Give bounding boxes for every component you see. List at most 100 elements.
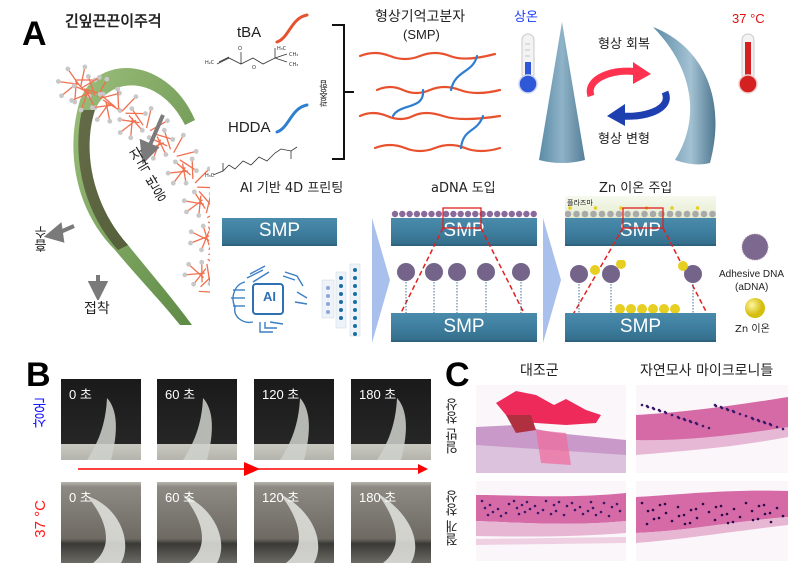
hdda-structure: H₃C <box>205 146 298 179</box>
smp-title: 형상기억고분자 <box>375 9 466 25</box>
frame-time-label: 60 초 <box>165 490 196 505</box>
panel-b-letter: B <box>26 356 51 394</box>
time-lapse-frame: 180 초 <box>351 379 431 460</box>
needle-shape <box>183 495 222 563</box>
row-label-normal-wound: 일반 창상 <box>446 398 461 455</box>
adna-legend-label: Adhesive DNA <box>719 269 785 280</box>
svg-text:H₂C: H₂C <box>205 60 215 66</box>
cold-thermometer-icon <box>518 33 538 94</box>
adna-zoom-box <box>394 207 531 326</box>
straight-cone-shape <box>539 22 585 163</box>
svg-text:CH₃: CH₃ <box>289 52 298 58</box>
smp-block: SMP <box>565 313 716 342</box>
frame-time-label: 0 초 <box>69 490 92 505</box>
smp-block: SMP <box>391 313 537 342</box>
smp-subtitle: (SMP) <box>403 27 440 42</box>
ai-chip-label: AI <box>263 289 276 304</box>
shape-deformation-label: 형상 변형 <box>598 132 650 147</box>
time-lapse-frame: 180 초 <box>351 482 431 563</box>
zn-adna-particles <box>570 260 702 314</box>
step-zn-label: Zn 이온 주입 <box>599 181 673 196</box>
needle-shape <box>280 398 309 460</box>
hdda-chain-icon <box>275 103 309 134</box>
curved-horn-shape <box>653 27 716 165</box>
needle-shape <box>280 494 319 563</box>
zn-surface-dots <box>565 206 716 218</box>
smp-network-diagram <box>358 51 502 153</box>
row-label-room-temp: 상온 <box>31 398 49 428</box>
frame-time-label: 180 초 <box>359 387 397 402</box>
adna-surface-dots <box>391 210 537 218</box>
needle-shape <box>87 398 116 460</box>
body-temp-label: 37 °C <box>732 11 765 26</box>
svg-text:CH₃: CH₃ <box>289 62 298 68</box>
polymer-chain <box>358 111 502 121</box>
bracket <box>332 24 354 160</box>
panel-c-letter: C <box>445 356 470 394</box>
smp-block: SMP <box>565 218 716 246</box>
step-chevron-icon <box>372 218 390 343</box>
needle-shape <box>183 398 212 460</box>
frame-time-label: 60 초 <box>165 387 196 402</box>
step-ai-4d-printing-label: AI 기반 4D 프린팅 <box>240 181 344 196</box>
polymer-chain <box>375 85 502 95</box>
time-arrow <box>78 462 428 476</box>
time-lapse-frame: 60 초 <box>157 379 237 460</box>
crosslink <box>449 54 479 92</box>
frame-time-label: 120 초 <box>262 490 300 505</box>
svg-text:O: O <box>252 65 256 71</box>
photopolymerization-label: 광중합 <box>320 80 330 107</box>
tba-label: tBA <box>237 24 262 41</box>
room-temp-label: 상온 <box>514 10 538 25</box>
needle-shape <box>377 493 416 563</box>
time-lapse-frame: 60 초 <box>157 482 237 563</box>
adna-legend-abbr: (aDNA) <box>735 282 769 293</box>
col-label-control: 대조군 <box>520 363 559 379</box>
adna-legend-icon <box>741 233 769 261</box>
crosslink <box>391 88 425 118</box>
polymer-chain <box>373 143 502 153</box>
tba-structure: H₂C O O H₃C CH₃ CH₃ <box>205 46 298 71</box>
row-label-body-temp: 37 °C <box>32 500 49 538</box>
sundew-plant-illustration <box>55 64 210 325</box>
needle-shape <box>87 496 126 563</box>
frame-time-label: 180 초 <box>359 490 397 505</box>
hot-thermometer-icon <box>738 33 758 94</box>
step-adna-label: aDNA 도입 <box>431 181 496 196</box>
histology-microneedle-normal <box>636 385 788 473</box>
svg-text:H₃C: H₃C <box>277 46 287 52</box>
plasma-label: 플라즈마 <box>567 199 593 207</box>
plant-arrows <box>43 114 165 300</box>
neural-network-icon <box>321 263 361 337</box>
zn-legend-icon <box>745 298 765 318</box>
shape-recovery-label: 형상 회복 <box>598 37 650 52</box>
zn-legend-label: Zn 이온 <box>735 324 770 335</box>
smp-block: SMP <box>222 218 337 246</box>
row-label-incision-wound: 절개 창상 <box>446 490 461 547</box>
zn-zoom-box <box>566 207 714 326</box>
recovery-arrow-icon <box>586 62 651 98</box>
tentacles <box>55 64 210 293</box>
polymer-chain <box>358 51 497 61</box>
frame-time-label: 120 초 <box>262 387 300 402</box>
panel-a-letter: A <box>22 15 47 53</box>
smp-block: SMP <box>391 218 537 246</box>
histology-microneedle-incision <box>636 481 788 561</box>
ai-brain-icon <box>231 265 308 333</box>
svg-text:O: O <box>238 46 242 52</box>
frame-time-label: 0 초 <box>69 387 92 402</box>
time-lapse-frame: 120 초 <box>254 482 334 563</box>
time-lapse-frame: 0 초 <box>61 482 141 563</box>
plant-title: 긴잎끈끈이주걱 <box>65 12 162 30</box>
label-adhesion: 접착 <box>84 301 110 317</box>
histology-control-incision <box>476 481 626 561</box>
adna-particles <box>397 263 530 313</box>
needle-shape <box>377 398 406 460</box>
deformation-arrow-icon <box>607 90 670 126</box>
crosslink <box>459 114 485 150</box>
histology-control-normal <box>476 385 626 473</box>
step-chevron-icon <box>543 218 561 343</box>
svg-text:H₃C: H₃C <box>205 173 215 179</box>
label-digestion: 흡수 <box>35 226 50 252</box>
time-lapse-frame: 0 초 <box>61 379 141 460</box>
